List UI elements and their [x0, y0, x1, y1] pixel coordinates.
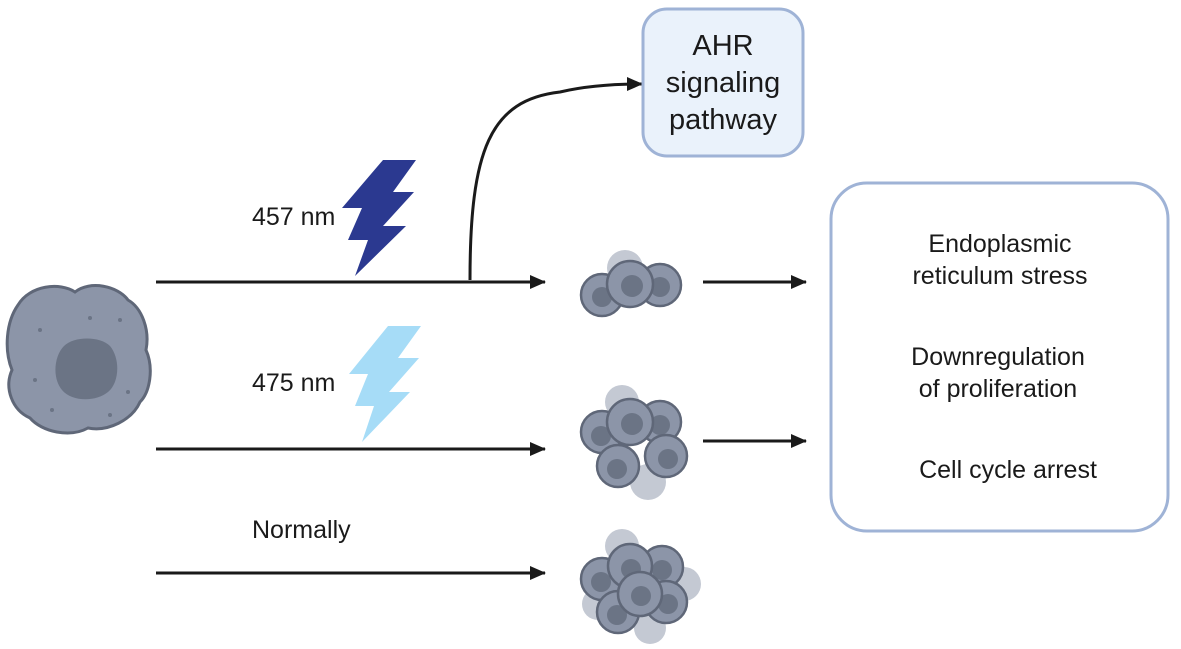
outcome-2-line-1: Downregulation	[911, 343, 1085, 371]
outcome-2-line-2: of proliferation	[919, 375, 1077, 403]
outcome-1-line-1: Endoplasmic	[928, 230, 1071, 258]
outcomes-box: Endoplasmic reticulum stress Downregulat…	[829, 181, 1170, 533]
cell-cluster-icon	[579, 529, 701, 644]
cancer-cell-icon	[5, 284, 152, 435]
label-475nm: 475 nm	[252, 369, 335, 397]
ahr-line-3: pathway	[669, 104, 778, 136]
outcome-3-line-1: Cell cycle arrest	[919, 456, 1097, 484]
lightning-bolt-icon	[349, 326, 421, 442]
cell-cluster-icon	[579, 385, 689, 500]
outcome-1-line-2: reticulum stress	[912, 262, 1087, 290]
label-457nm: 457 nm	[252, 203, 335, 231]
ahr-pathway-box: AHR signaling pathway	[641, 7, 805, 158]
cell-cluster-icon	[579, 250, 683, 318]
label-normally: Normally	[252, 516, 351, 544]
ahr-line-1: AHR	[692, 30, 753, 62]
arrow-to-ahr	[468, 77, 643, 281]
lightning-bolt-icon	[342, 160, 416, 276]
ahr-line-2: signaling	[666, 67, 780, 99]
